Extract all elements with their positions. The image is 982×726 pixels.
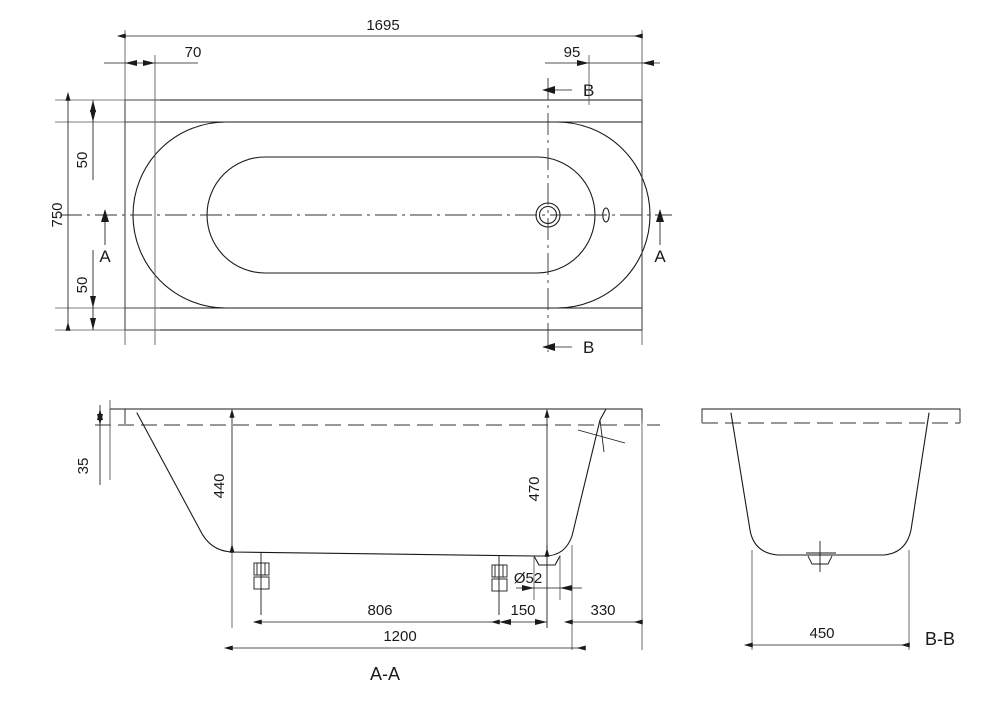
section-label-b-top: B bbox=[583, 81, 594, 100]
section-title-a-a: A-A bbox=[370, 664, 400, 684]
dim-arrow-150-left bbox=[499, 619, 511, 625]
section-mark-a-left: A bbox=[99, 209, 111, 266]
dim-arrow-50bot-up bbox=[90, 296, 96, 308]
aa-foot-right bbox=[491, 556, 508, 615]
dim-label-overall-width: 750 bbox=[49, 202, 66, 227]
aa-tub-profile bbox=[136, 408, 607, 557]
dim-arrow-70-right bbox=[125, 60, 137, 66]
bb-tub-profile bbox=[730, 412, 930, 556]
section-mark-b-top: B bbox=[542, 81, 594, 100]
dim-label-depth-right: 470 bbox=[526, 476, 543, 501]
dim-label-bottom-width: 450 bbox=[809, 625, 834, 642]
section-a-a: 35 440 470 Ø52 806 150 330 1200 A-A bbox=[75, 400, 660, 684]
plan-basin-oval bbox=[206, 156, 596, 274]
section-label-a-left: A bbox=[99, 247, 111, 266]
dim-label-drain-offset: 150 bbox=[510, 602, 535, 619]
dim-label-left-rim-offset: 70 bbox=[185, 44, 202, 61]
dim-label-top-rim-offset: 50 bbox=[74, 152, 91, 169]
section-mark-b-bottom: B bbox=[542, 338, 594, 357]
section-b-b: 450 B-B bbox=[701, 408, 961, 650]
dim-label-rim-thickness: 35 bbox=[75, 458, 92, 475]
aa-overflow-mark-2 bbox=[599, 419, 605, 453]
section-label-b-bottom: B bbox=[583, 338, 594, 357]
section-title-b-b: B-B bbox=[925, 629, 955, 649]
section-label-a-right: A bbox=[654, 247, 666, 266]
dim-label-right-end: 330 bbox=[590, 602, 615, 619]
aa-foot-left bbox=[253, 552, 270, 615]
dim-label-overall-length: 1695 bbox=[366, 17, 399, 34]
dim-arrow-50top-up bbox=[90, 100, 96, 112]
plan-rim-oval bbox=[132, 121, 651, 309]
bb-drain-mark bbox=[806, 541, 836, 572]
dim-arrow-95-right bbox=[642, 60, 654, 66]
dim-arrow-50bot-down bbox=[90, 318, 96, 330]
aa-overflow-mark-1 bbox=[577, 429, 626, 444]
dim-label-drain-diameter: Ø52 bbox=[514, 570, 542, 587]
dim-arrow-95-left bbox=[577, 60, 589, 66]
dim-arrow-70-left bbox=[143, 60, 155, 66]
dim-label-feet-overall: 1200 bbox=[383, 628, 416, 645]
dim-label-depth-left: 440 bbox=[211, 473, 228, 498]
dim-arrow-d52-right bbox=[560, 585, 572, 591]
dim-arrow-d52-left bbox=[522, 585, 534, 591]
dim-arrow-50top-down bbox=[90, 110, 96, 122]
dim-arrow-150-right bbox=[535, 619, 547, 625]
section-mark-a-right: A bbox=[654, 209, 666, 266]
dim-arrow-35-down bbox=[97, 414, 103, 425]
plan-view: 1695 70 95 750 50 50 A A bbox=[49, 17, 672, 357]
dim-label-right-rim-offset: 95 bbox=[564, 44, 581, 61]
dim-label-foot-span: 806 bbox=[367, 602, 392, 619]
dim-label-bottom-rim-offset: 50 bbox=[74, 277, 91, 294]
